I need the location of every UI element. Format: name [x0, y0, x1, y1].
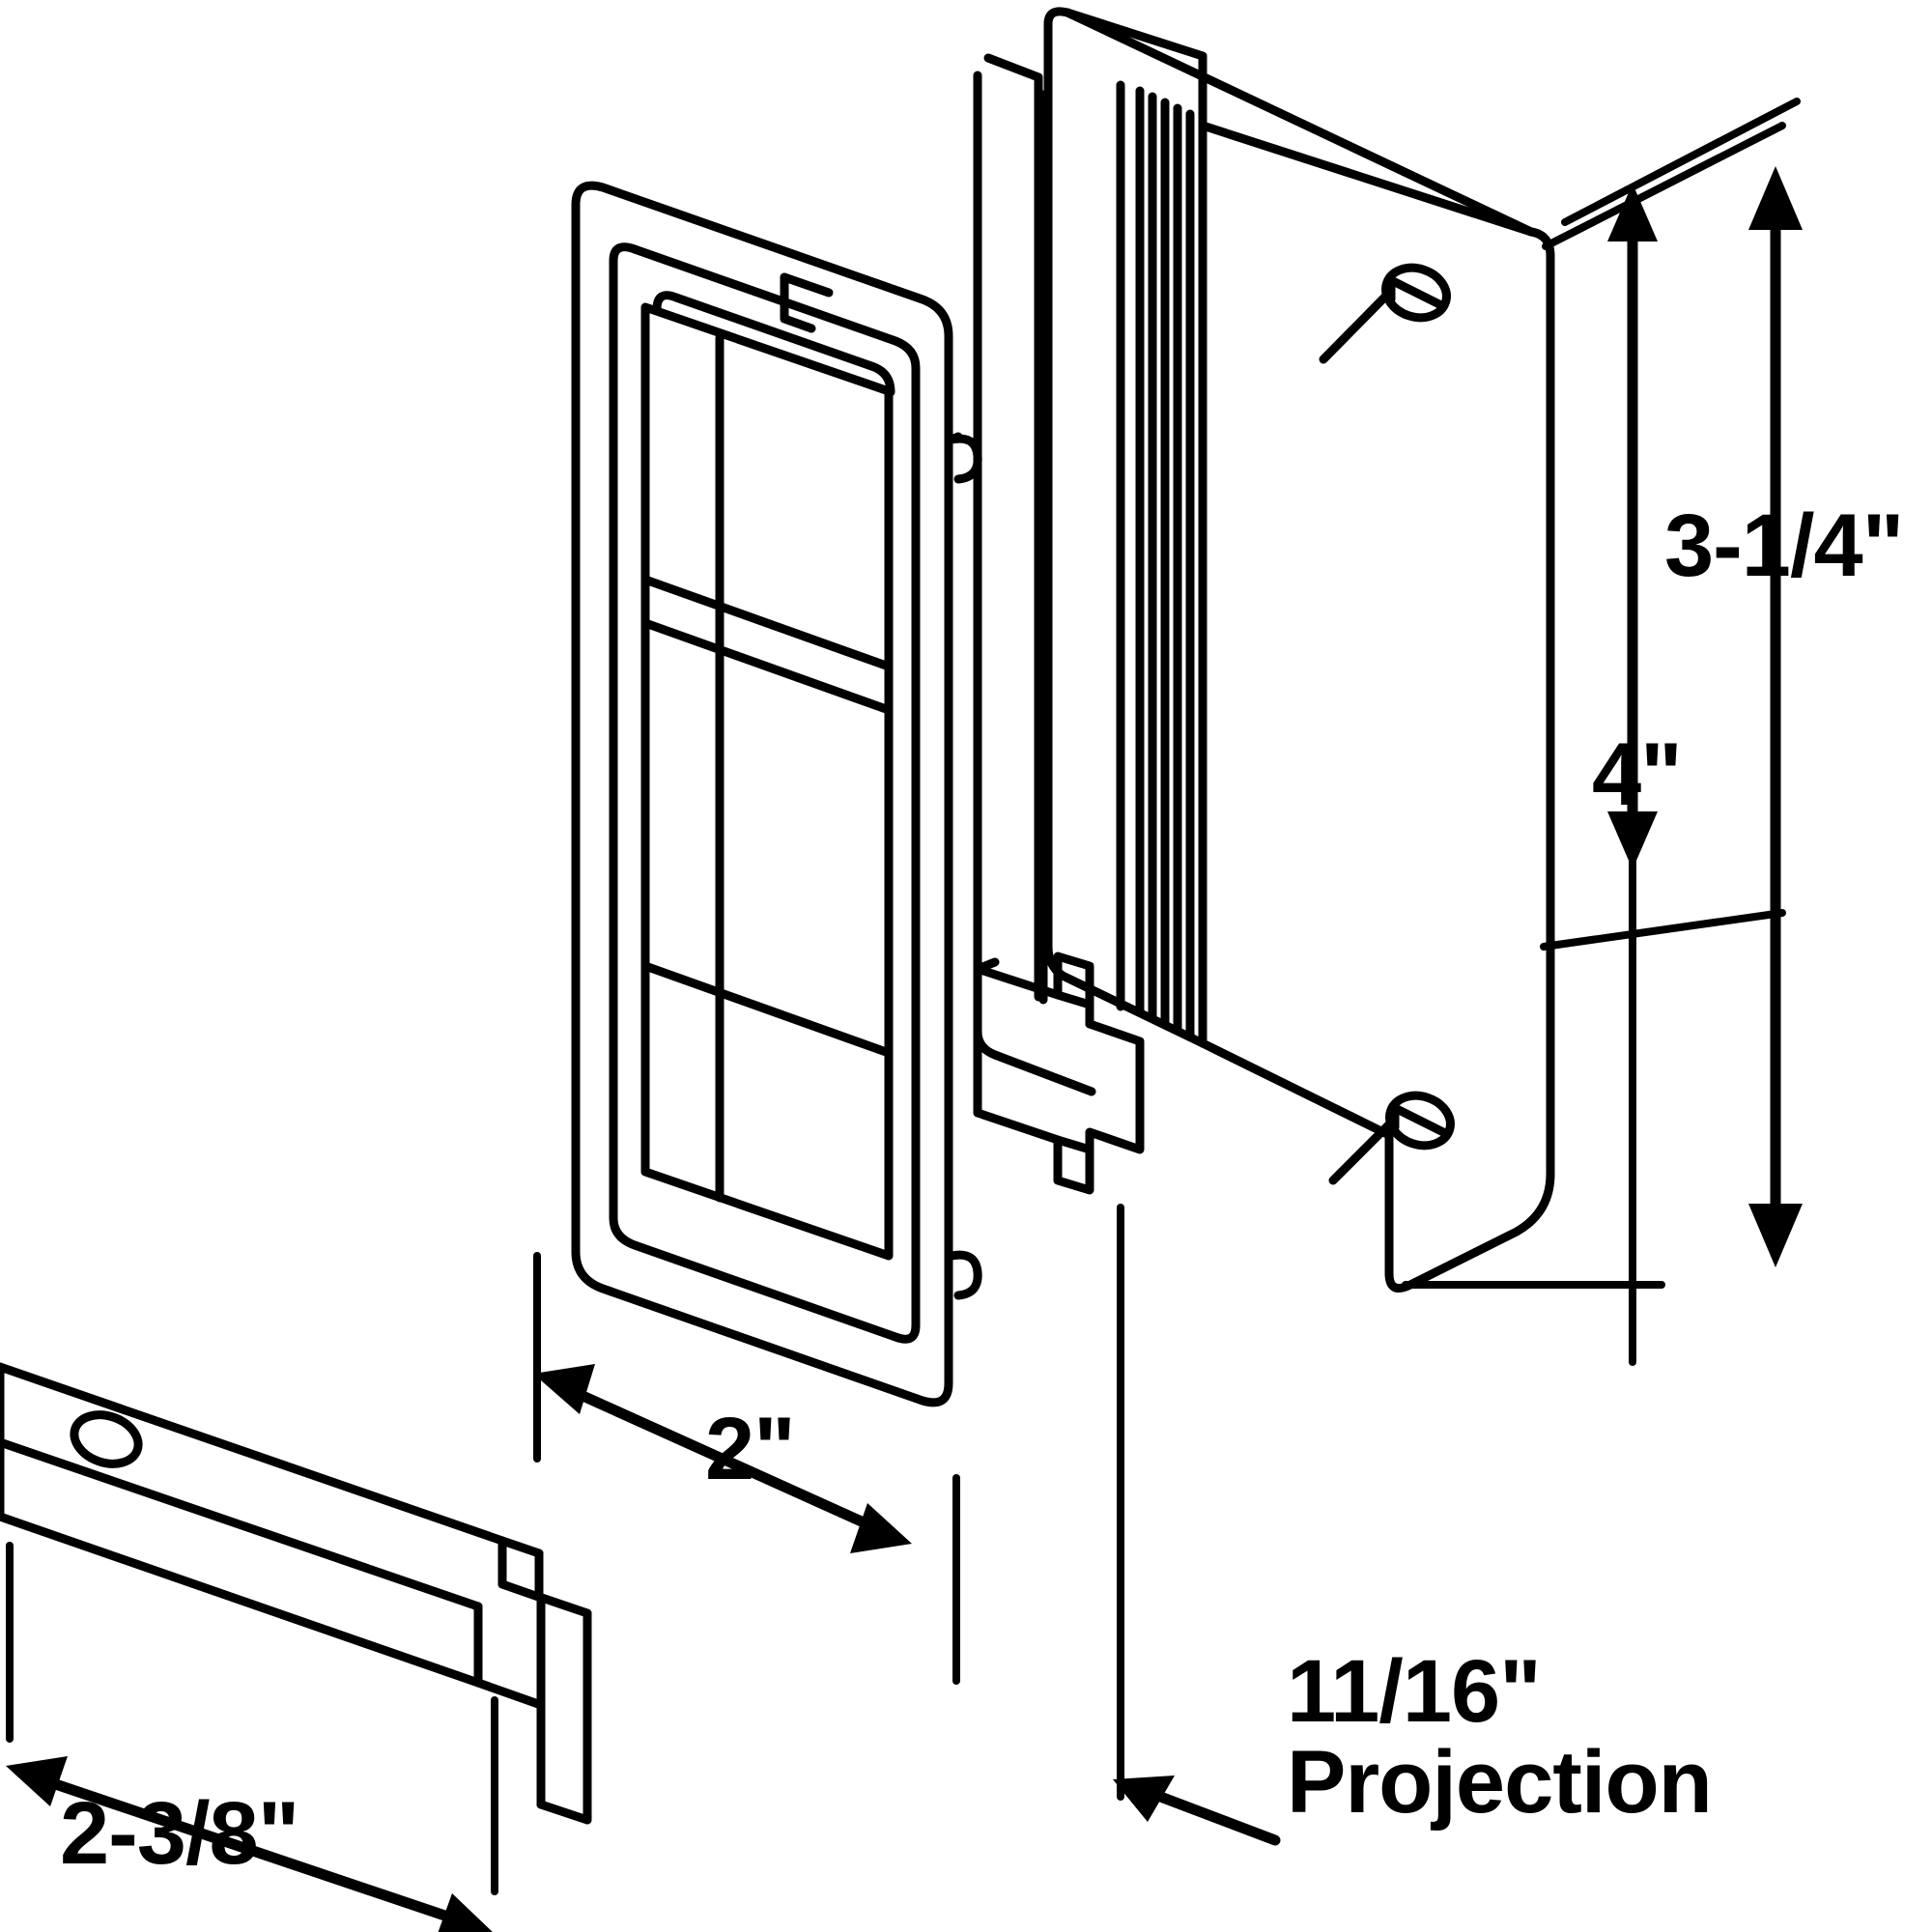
front-handle-plate — [571, 181, 982, 1407]
dimension-label-projection: 11/16" Projection — [1287, 1642, 1713, 1832]
dimension-label-hole-spacing: 2-3/8" — [60, 1784, 299, 1883]
center-latch-tongue — [973, 952, 1145, 1195]
dimension-lines — [6, 98, 1803, 1932]
dimension-label-width-handle: 2" — [705, 1400, 796, 1498]
dimension-label-height-overall: 3-1/4" — [1664, 497, 1904, 595]
latch-bar — [0, 1362, 592, 1825]
rear-mounting-plate — [973, 7, 1555, 1293]
projection-word: Projection — [1287, 1732, 1713, 1832]
screw-top — [1319, 263, 1451, 364]
projection-value: 11/16" — [1287, 1642, 1542, 1741]
screw-bottom — [1328, 1091, 1455, 1185]
dimension-label-height-plate: 4" — [1592, 725, 1683, 824]
